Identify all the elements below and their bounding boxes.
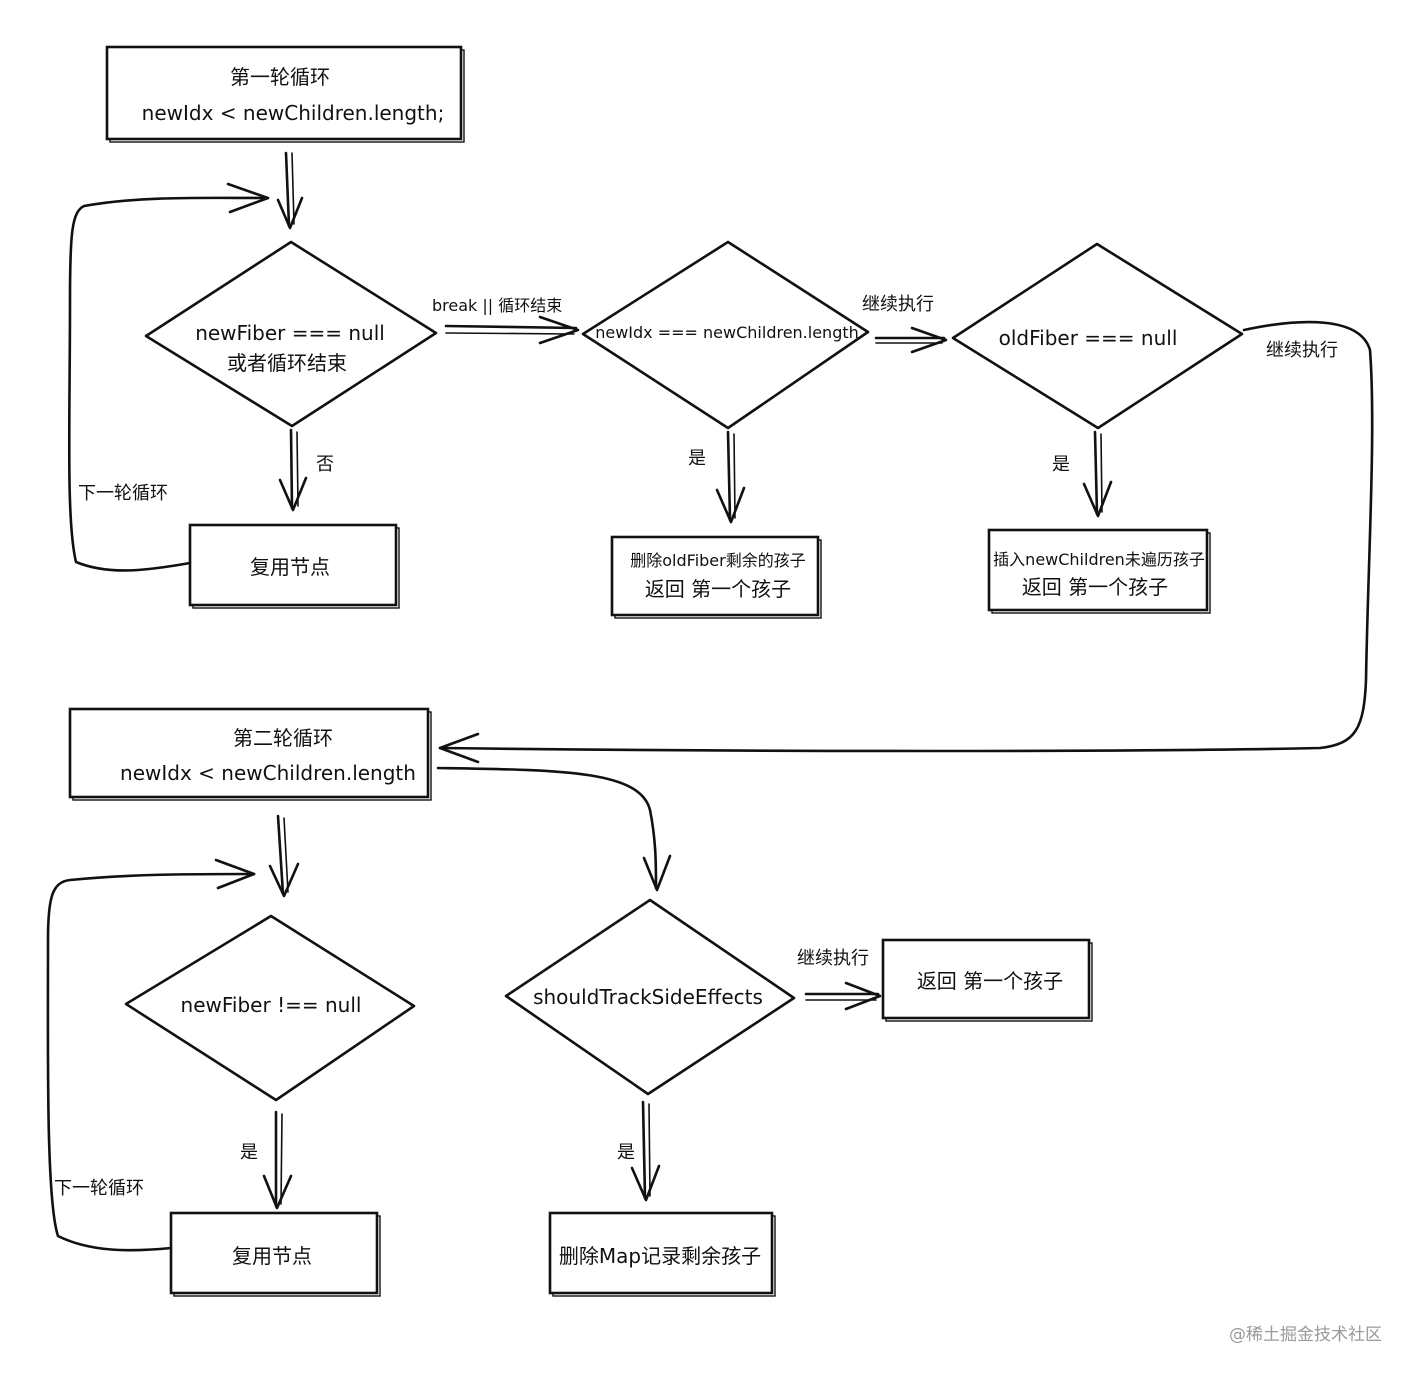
decision3-diamond: oldFiber === null [951, 242, 1244, 430]
arrow-decision3-yes [1082, 430, 1113, 518]
decision2-diamond: newIdx === newChildren.length [581, 240, 870, 430]
reuse1-label: 复用节点 [250, 555, 330, 579]
action3-line2: 返回 第一个孩子 [1022, 575, 1168, 599]
arrow-continue2 [438, 320, 1374, 764]
reuse2-box: 复用节点 [169, 1211, 381, 1297]
decision3-yes-label: 是 [1052, 454, 1070, 475]
delete-map-label: 删除Map记录剩余孩子 [559, 1244, 761, 1268]
arrow-continue1 [874, 326, 948, 354]
decision2-yes-label: 是 [688, 448, 706, 469]
action2-line1: 删除oldFiber剩余的孩子 [630, 551, 805, 570]
decision1-line2: 或者循环结束 [227, 351, 347, 375]
loop2-next-label: 下一轮循环 [54, 1178, 144, 1199]
arrow-decision5-yes [630, 1100, 661, 1202]
arrow-decision1-no [278, 428, 308, 512]
arrow-decision4-yes [262, 1110, 293, 1210]
continue1-label: 继续执行 [862, 294, 934, 315]
action3-line1: 插入newChildren未遍历孩子 [993, 550, 1205, 569]
reuse2-label: 复用节点 [232, 1244, 312, 1268]
arrow-loop1-to-decision1 [276, 151, 304, 230]
decision5-label: shouldTrackSideEffects [533, 985, 763, 1009]
loop2-title: 第二轮循环 [233, 726, 333, 750]
continue3-label: 继续执行 [797, 948, 869, 969]
decision1-diamond: newFiber === null 或者循环结束 [144, 240, 438, 428]
action3-box: 插入newChildren未遍历孩子 返回 第一个孩子 [987, 528, 1211, 614]
action2-box: 删除oldFiber剩余的孩子 返回 第一个孩子 [610, 535, 822, 619]
decision3-label: oldFiber === null [999, 326, 1178, 350]
loop1-title: 第一轮循环 [230, 65, 330, 89]
reuse1-box: 复用节点 [188, 523, 400, 609]
decision4-diamond: newFiber !== null [124, 914, 416, 1102]
decision5-diamond: shouldTrackSideEffects [504, 898, 796, 1096]
return-first-box: 返回 第一个孩子 [881, 938, 1093, 1022]
decision4-yes-label: 是 [240, 1142, 258, 1163]
arrow-loop2-to-decision5 [436, 766, 672, 892]
action2-line2: 返回 第一个孩子 [645, 577, 791, 601]
decision4-label: newFiber !== null [181, 993, 362, 1017]
arrow-decision2-yes [715, 430, 746, 524]
return-first-label: 返回 第一个孩子 [917, 969, 1063, 993]
decision1-line1: newFiber === null [195, 321, 385, 345]
arrow-continue3 [804, 981, 882, 1011]
decision5-yes-label: 是 [617, 1142, 635, 1163]
loop1-box: 第一轮循环 newIdx < newChildren.length; [105, 45, 465, 143]
arrow-loop2-to-decision4 [268, 814, 300, 898]
decision1-no-label: 否 [316, 454, 334, 475]
loop1-next-label: 下一轮循环 [78, 483, 168, 504]
arrow-break [444, 315, 580, 345]
loop2-box: 第二轮循环 newIdx < newChildren.length [68, 707, 432, 801]
loop1-condition: newIdx < newChildren.length; [142, 101, 445, 125]
delete-map-box: 删除Map记录剩余孩子 [548, 1211, 776, 1297]
continue2-label: 继续执行 [1266, 340, 1338, 361]
loop2-condition: newIdx < newChildren.length [120, 761, 416, 785]
loop1-back-arrow [67, 182, 270, 572]
decision2-label: newIdx === newChildren.length [595, 323, 859, 342]
loop2-back-arrow [46, 858, 256, 1252]
watermark: @稀土掘金技术社区 [1229, 1325, 1382, 1345]
break-label: break || 循环结束 [432, 296, 562, 315]
